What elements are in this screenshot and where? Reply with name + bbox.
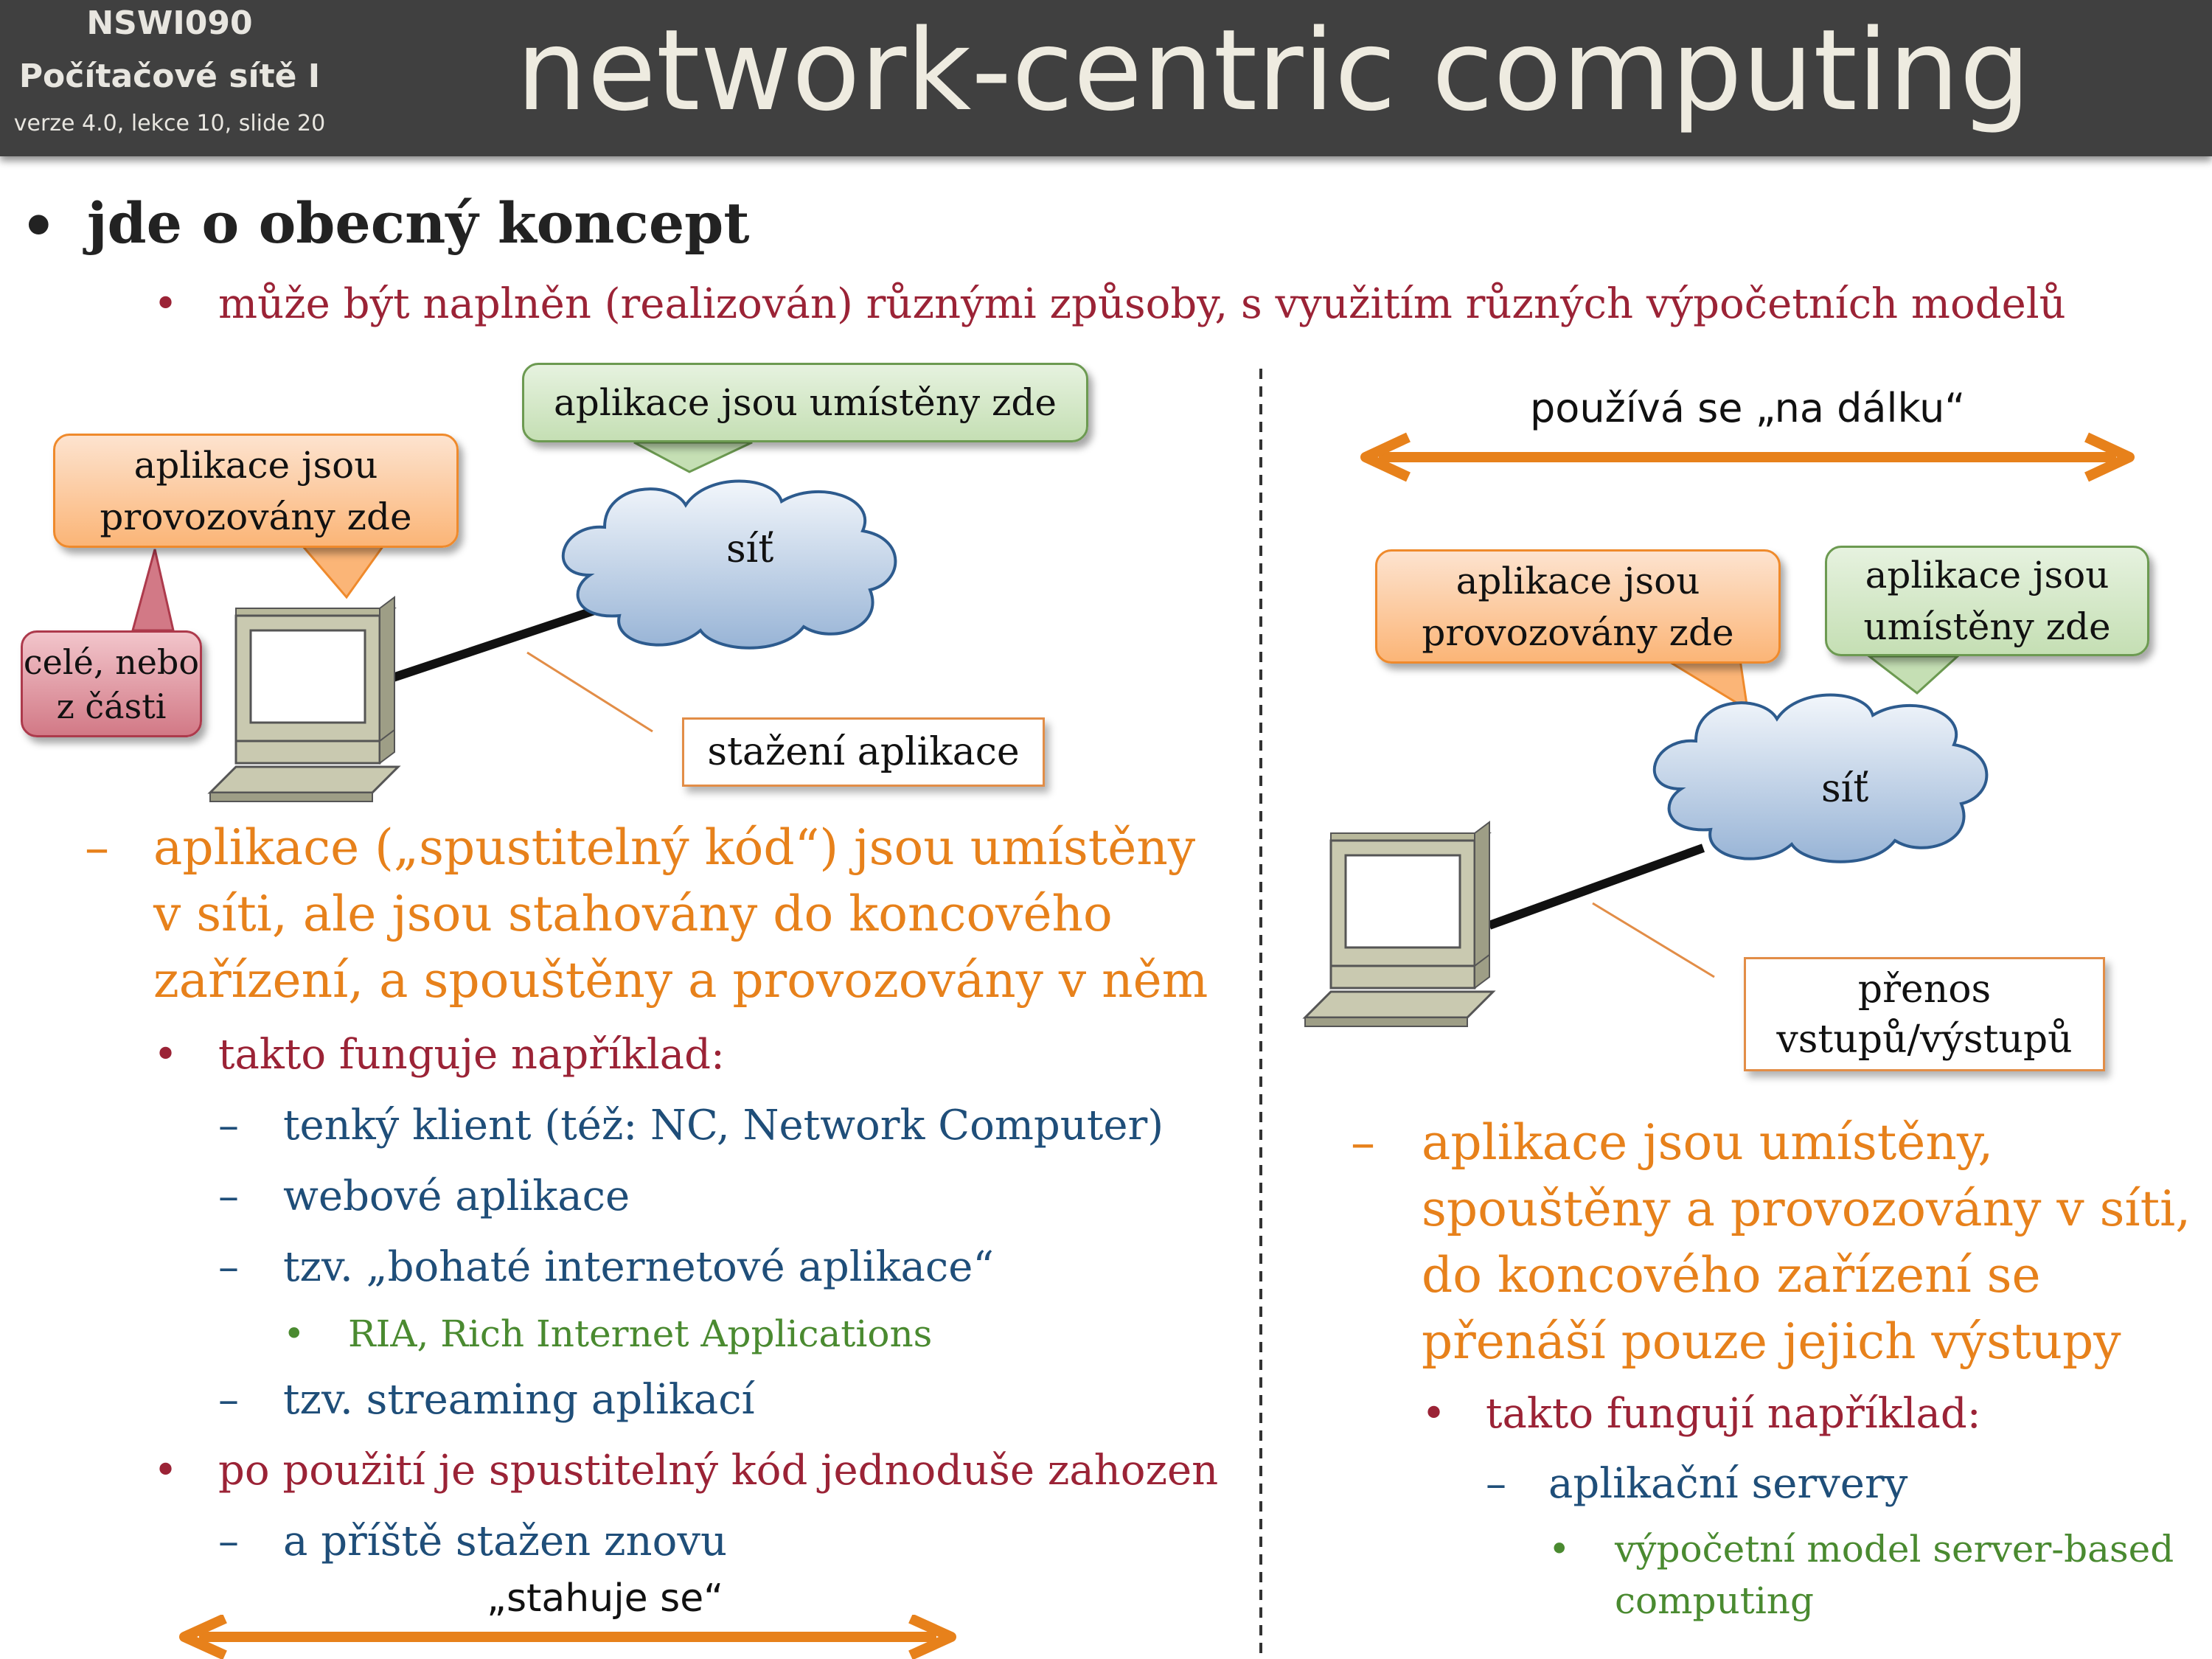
download-arrow-label: „stahuje se“: [487, 1576, 724, 1621]
download-label-box: stažení aplikace: [682, 717, 1045, 787]
callout-line: provozovány zde: [100, 495, 412, 538]
network-cloud: [561, 479, 897, 650]
remote-use-arrow: [1360, 432, 2135, 482]
io-label-line: vstupů/výstupů: [1776, 1017, 2073, 1062]
dash: –: [85, 819, 109, 876]
right-diagram: [1302, 655, 1989, 1027]
callout-line: celé, nebo: [23, 641, 200, 682]
io-label-line: přenos: [1857, 967, 1992, 1012]
column-divider: [1259, 369, 1262, 1659]
left-after-bullet: po použití je spustitelný kód jednoduše …: [218, 1447, 1219, 1495]
network-link: [389, 600, 613, 683]
pointer-line: [1592, 902, 1715, 978]
dash: –: [1486, 1460, 1506, 1508]
intro-subbullet: může být naplněn (realizován) různými zp…: [218, 280, 2066, 328]
course-code: NSWI090: [86, 4, 253, 42]
left-example-subitem: RIA, Rich Internet Applications: [348, 1312, 933, 1355]
bullet-dot: •: [153, 280, 178, 328]
callout-line: aplikace jsou: [133, 443, 378, 487]
right-example-item: aplikační servery: [1548, 1460, 1908, 1508]
left-main-line: aplikace („spustitelný kód“) jsou umístě…: [153, 819, 1196, 876]
download-label: stažení aplikace: [707, 730, 1020, 774]
download-arrow: [179, 1615, 956, 1659]
dash: –: [1351, 1114, 1375, 1171]
bullet-dot: •: [21, 193, 57, 259]
bullet-dot: •: [153, 1447, 178, 1495]
callout-line: z části: [56, 686, 167, 726]
course-name: Počítačové sítě I: [18, 58, 321, 95]
computer-icon: [207, 596, 401, 802]
network-link: [1487, 844, 1705, 930]
left-after-subitem: a příště stažen znovu: [283, 1517, 728, 1565]
callout-tail: [1865, 655, 1961, 695]
left-main-line: v síti, ale jsou stahovány do koncového: [153, 886, 1113, 942]
network-cloud: [1652, 693, 1989, 863]
right-example-heading: takto fungují například:: [1486, 1390, 1981, 1438]
left-example-item: tzv. streaming aplikací: [283, 1376, 755, 1424]
right-main-line: spouštěny a provozovány v síti,: [1422, 1180, 2191, 1237]
callout-line: aplikace jsou umístěny zde: [554, 381, 1057, 424]
callout-line: aplikace jsou: [1455, 559, 1700, 602]
dash: –: [218, 1376, 239, 1424]
bullet-dot: •: [153, 1031, 178, 1079]
left-example-heading: takto funguje například:: [218, 1031, 725, 1079]
left-example-item: tzv. „bohaté internetové aplikace“: [283, 1243, 994, 1291]
callout-tail: [633, 441, 753, 473]
intro-bullet: jde o obecný koncept: [87, 190, 750, 256]
io-transfer-box: přenos vstupů/výstupů: [1744, 957, 2105, 1071]
callout-tail: [131, 549, 175, 632]
right-main-line: aplikace jsou umístěny,: [1422, 1114, 1994, 1171]
remote-arrow-label: používá se „na dálku“: [1530, 385, 1966, 431]
right-example-subitem: výpočetní model server-based: [1615, 1528, 2174, 1571]
left-main-line: zařízení, a spouštěny a provozovány v ně…: [153, 952, 1208, 1009]
dash: –: [218, 1172, 239, 1220]
left-diagram: [131, 441, 897, 802]
bullet-dot: •: [1422, 1390, 1447, 1438]
callout-line: umístěny zde: [1863, 605, 2111, 648]
version-info: verze 4.0, lekce 10, slide 20: [13, 111, 326, 136]
dash: –: [218, 1517, 239, 1565]
dash: –: [218, 1102, 239, 1150]
computer-icon: [1302, 821, 1496, 1027]
callout-apps-run-here: aplikace jsou provozovány zde: [53, 434, 459, 548]
right-main-line: přenáší pouze jejich výstupy: [1422, 1313, 2121, 1370]
pointer-line: [526, 651, 653, 733]
slide-title: network-centric computing: [516, 5, 2031, 136]
left-example-item: tenký klient (též: NC, Network Computer): [283, 1102, 1164, 1150]
right-main-line: do koncového zařízení se: [1422, 1247, 2041, 1304]
callout-apps-run-here: aplikace jsou provozovány zde: [1375, 549, 1781, 664]
bullet-dot: •: [1548, 1528, 1571, 1571]
callout-apps-stored-here: aplikace jsou umístěny zde: [522, 363, 1088, 442]
right-example-subitem: computing: [1615, 1579, 1815, 1622]
dash: –: [218, 1243, 239, 1291]
callout-tail: [299, 544, 386, 599]
bullet-dot: •: [283, 1312, 305, 1355]
cloud-label: síť: [726, 527, 774, 571]
callout-line: aplikace jsou: [1865, 554, 2110, 597]
cloud-label: síť: [1821, 767, 1869, 811]
slide-header: [0, 0, 2212, 156]
callout-line: provozovány zde: [1422, 611, 1734, 654]
left-example-item: webové aplikace: [283, 1172, 630, 1220]
callout-apps-stored-here: aplikace jsou umístěny zde: [1825, 546, 2149, 656]
